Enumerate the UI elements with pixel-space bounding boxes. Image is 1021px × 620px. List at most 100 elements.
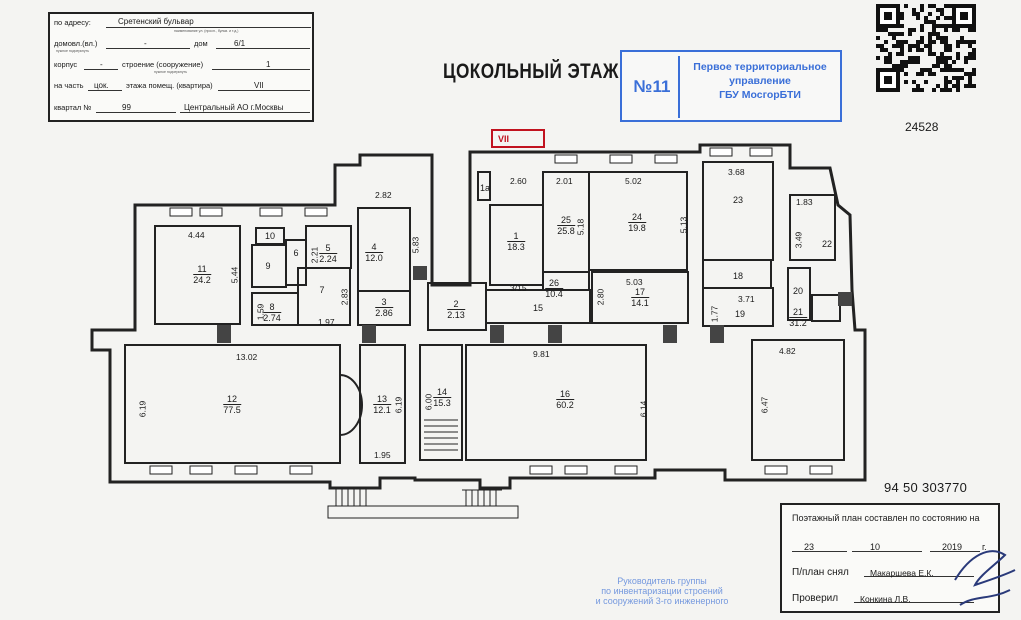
outer-wall: [90, 143, 867, 490]
dimension-label: 5.02: [625, 176, 642, 186]
room-number: 24: [631, 212, 642, 222]
entrance-base: [327, 505, 519, 519]
house-dash: -: [144, 39, 147, 48]
room-1а: 1а: [480, 184, 490, 193]
dimension-label: 1.97: [318, 317, 335, 327]
room-7: 7: [319, 286, 324, 295]
room-number: 5: [325, 243, 331, 253]
dimension-label: 6.14: [638, 400, 649, 418]
dimension-label: 4.82: [779, 346, 796, 356]
checker-label: Проверил: [792, 593, 839, 604]
room-number: 14: [436, 387, 447, 397]
room-number: 12: [226, 394, 237, 404]
stamp-number: №11: [626, 56, 680, 118]
dimension-label: 3.49: [793, 231, 804, 249]
room-area: 2.74: [263, 312, 281, 323]
part-value: цок.: [94, 81, 109, 90]
room-16-wall: [465, 344, 647, 461]
room-area: 19.8: [628, 222, 646, 233]
room-area: 10.4: [545, 288, 563, 299]
address-building-row: корпус - строение (сооружение) 1 нужное …: [54, 60, 310, 74]
dimension-label: 9.81: [533, 349, 550, 359]
room-6: 6: [293, 249, 298, 258]
room-area: 18.3: [507, 241, 525, 252]
room-number: 25: [560, 215, 571, 225]
stamp-line-1: Первое территориальное: [693, 61, 827, 73]
stamp-text: Первое территориальное управление ГБУ Мо…: [682, 60, 838, 102]
floor-value: VII: [254, 81, 264, 90]
room-number: 4: [371, 242, 377, 252]
address-part-row: на часть цок. этажа помещ. (квартира) VI…: [54, 81, 310, 95]
plan-footer: Поэтажный план составлен по состоянию на…: [780, 503, 1000, 613]
dimension-label: 3.71: [738, 294, 755, 304]
room-3-wall: [357, 290, 411, 326]
room-number: 26: [548, 278, 559, 288]
room-number: 13: [376, 394, 387, 404]
niche-arc: [339, 374, 363, 436]
room-12-wall: [124, 344, 341, 464]
room-23: 23: [733, 196, 743, 205]
building-label: строение (сооружение): [122, 60, 204, 69]
room-19-wall: [702, 287, 774, 327]
room-area: 2.24: [319, 253, 337, 264]
room-area: 25.8: [557, 225, 575, 236]
dimension-label: 4.44: [188, 230, 205, 240]
column: [413, 266, 427, 280]
footer-month: 10: [870, 542, 881, 552]
dimension-label: 5.18: [575, 218, 586, 236]
part-label: на часть: [54, 81, 84, 90]
surveyor-label: П/план снял: [792, 567, 849, 578]
entrance-vii: [491, 129, 545, 148]
room-number: 1а: [479, 183, 491, 193]
column: [710, 325, 724, 343]
column: [838, 292, 852, 306]
address-house-row: домовл.(вл.) - дом 6/1 нужное подчеркнут…: [54, 39, 310, 53]
footer-year: 2019: [942, 542, 963, 552]
dimension-label: 3/15: [510, 283, 527, 293]
room-18: 18: [733, 272, 743, 281]
room-22: 22: [822, 240, 832, 249]
room-number: 8: [269, 302, 275, 312]
room-number: 21: [792, 307, 803, 317]
dimension-label: 2.83: [339, 288, 350, 306]
inventory-number: 94 50 303770: [884, 480, 968, 495]
dimension-label: 6.00: [423, 393, 434, 411]
room-area: 60.2: [556, 399, 574, 410]
korpus-label: корпус: [54, 60, 78, 69]
room-number: 20: [792, 286, 804, 296]
room-22-wall: [811, 294, 841, 322]
room-number: 10: [264, 231, 276, 241]
korpus-value: -: [100, 60, 103, 69]
dimension-label: 6.47: [759, 396, 770, 414]
footer-day: 23: [804, 542, 815, 552]
room-area: 15.3: [433, 397, 451, 408]
faint-stamp-line-1: Руководитель группы: [617, 576, 707, 586]
dom-value: 6/1: [234, 39, 246, 48]
dimension-label: 2.21: [309, 246, 320, 264]
dimension-label: 5.03: [626, 277, 643, 287]
windows: [149, 147, 833, 475]
room-15-wall: [485, 289, 591, 324]
dom-label: дом: [194, 39, 208, 48]
dimension-label: 1.83: [796, 197, 813, 207]
room-number: 3: [381, 297, 387, 307]
room-number: 23: [732, 195, 744, 205]
faint-stamp: Руководитель группы по инвентаризации ст…: [572, 576, 752, 606]
room-5-wall: [305, 225, 352, 269]
surveyor-name: Макаршева Е.К.: [870, 568, 934, 578]
room-number: 9: [265, 261, 271, 271]
dimension-label: 6.19: [137, 400, 148, 418]
dimension-label: 5.83: [410, 236, 421, 254]
faint-stamp-line-3: и сооружений 3-го инженерного: [595, 596, 729, 606]
building-value: 1: [266, 60, 271, 69]
room-number: 11: [197, 264, 207, 274]
